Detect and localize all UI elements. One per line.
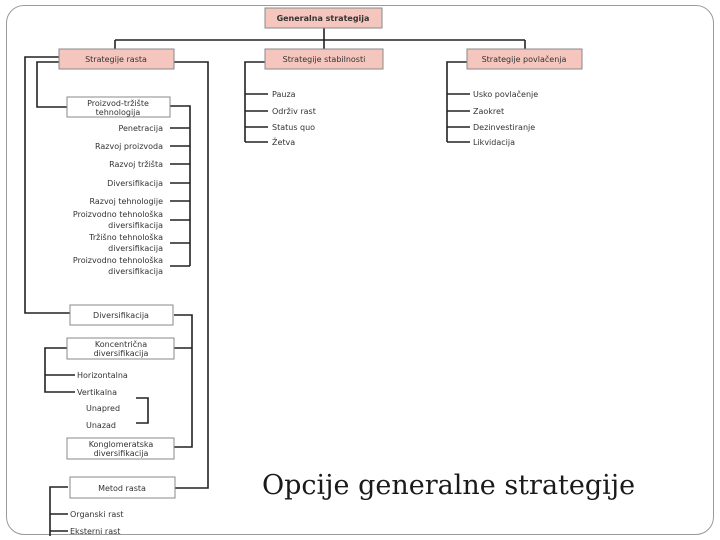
- stability-item: Održiv rast: [272, 107, 316, 116]
- product-market-technology-box: Proizvod-tržište tehnologija: [66, 96, 171, 118]
- group1-item: Proizvodno tehnološka: [73, 209, 163, 219]
- group1-item: Razvoj proizvoda: [95, 142, 163, 151]
- retreat-item: Zaokret: [473, 107, 504, 116]
- diversification-box: Diversifikacija: [69, 304, 174, 326]
- conglomerate-line-1: Konglomeratska: [89, 440, 154, 449]
- forward-label: Unapred: [86, 404, 120, 413]
- stability-item: Status quo: [272, 123, 315, 132]
- stability-item: Pauza: [272, 90, 296, 99]
- vertical-label: Vertikalna: [77, 388, 117, 397]
- horizontal-label: Horizontalna: [77, 371, 128, 380]
- retreat-item: Usko povlačenje: [473, 89, 538, 99]
- external-growth-label: Eksterni rast: [70, 527, 120, 536]
- group1-item: Razvoj tržišta: [109, 159, 163, 169]
- method-box: Metod rasta: [69, 476, 176, 499]
- retreat-item: Likvidacija: [473, 138, 515, 147]
- conglomerate-line-2: diversifikacija: [94, 449, 149, 458]
- group1-item: Penetracija: [118, 124, 163, 133]
- method-label: Metod rasta: [98, 484, 146, 493]
- connector-lines: [24, 28, 526, 536]
- retreat-header: Strategije povlačenja: [466, 48, 583, 70]
- root-label: Generalna strategija: [277, 14, 370, 23]
- concentric-line-2: diversifikacija: [94, 349, 149, 358]
- group1-title-line-2: tehnologija: [96, 108, 141, 117]
- concentric-line-1: Koncentrična: [95, 339, 147, 349]
- group1-items: Penetracija Razvoj proizvoda Razvoj trži…: [73, 124, 163, 276]
- growth-header-label: Strategije rasta: [85, 55, 147, 64]
- group1-item: Razvoj tehnologije: [89, 197, 163, 206]
- group1-item: diversifikacija: [108, 244, 163, 253]
- group1-item: Proizvodno tehnološka: [73, 255, 163, 265]
- stability-header-label: Strategije stabilnosti: [283, 55, 366, 64]
- retreat-item: Dezinvestiranje: [473, 123, 535, 132]
- growth-header: Strategije rasta: [58, 48, 175, 70]
- root-node: Generalna strategija: [264, 7, 383, 29]
- retreat-header-label: Strategije povlačenja: [482, 54, 567, 64]
- slide-title: Opcije generalne strategije: [262, 470, 636, 501]
- retreat-items: Usko povlačenje Zaokret Dezinvestiranje …: [473, 89, 538, 147]
- group1-item: Diversifikacija: [107, 179, 163, 188]
- group1-item: diversifikacija: [108, 221, 163, 230]
- stability-item: Žetva: [272, 136, 295, 147]
- backward-label: Unazad: [86, 421, 116, 430]
- diversification-label: Diversifikacija: [93, 311, 149, 320]
- stability-items: Pauza Održiv rast Status quo Žetva: [272, 90, 316, 147]
- group1-item: diversifikacija: [108, 267, 163, 276]
- group1-item: Tržišno tehnološka: [88, 232, 163, 242]
- organic-growth-label: Organski rast: [70, 510, 124, 519]
- concentric-box: Koncentrična diversifikacija: [66, 337, 175, 360]
- group1-title-line-1: Proizvod-tržište: [87, 98, 149, 108]
- stability-header: Strategije stabilnosti: [264, 48, 384, 70]
- conglomerate-box: Konglomeratska diversifikacija: [66, 437, 175, 460]
